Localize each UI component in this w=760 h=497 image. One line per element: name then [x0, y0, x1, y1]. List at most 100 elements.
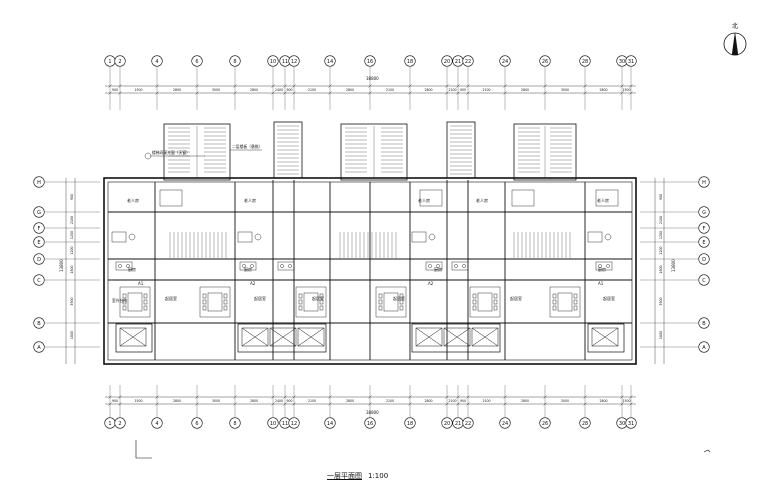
- dim-value: 2800: [424, 88, 432, 92]
- axis-bubble: [324, 55, 336, 67]
- dim-value: 2800: [250, 399, 258, 403]
- axis-label: D: [37, 257, 41, 263]
- axis-label: 30: [619, 421, 625, 427]
- interior-walls: [108, 180, 632, 360]
- axis-bubble: [462, 417, 474, 429]
- axis-label: E: [37, 240, 40, 246]
- axis-bubble: [191, 417, 203, 429]
- car-icon: [591, 327, 619, 347]
- dim-value: 2800: [599, 88, 607, 92]
- dim-value: 1800: [659, 265, 663, 273]
- dim-value: 1500: [134, 88, 142, 92]
- dim-value: 2800: [346, 88, 354, 92]
- axis-bubble: [364, 417, 376, 429]
- axis-bubble: [499, 417, 511, 429]
- dim-value: 2100: [482, 88, 490, 92]
- axis-label: 31: [628, 59, 634, 65]
- axis-label: 4: [155, 421, 158, 427]
- dim-value: 2100: [308, 399, 316, 403]
- axis-label: 4: [155, 59, 158, 65]
- dim-value: 1200: [659, 231, 663, 239]
- dim-value: 2800: [599, 399, 607, 403]
- entry-note: 室外台阶: [112, 298, 127, 303]
- axis-bubble: [33, 222, 45, 234]
- dim-value: 2800: [346, 399, 354, 403]
- axis-bubble: [698, 176, 710, 188]
- dimension-lines: [65, 84, 665, 406]
- drawing-title: 一层平面图: [327, 472, 362, 480]
- axis-label: 18: [407, 421, 413, 427]
- dining-table-top: [383, 292, 399, 312]
- axis-label: 22: [465, 421, 471, 427]
- dim-value: 900: [112, 399, 118, 403]
- axis-bubble: [539, 417, 551, 429]
- axis-label: G: [702, 210, 706, 216]
- axis-label: 24: [502, 421, 508, 427]
- axis-bubble: [698, 253, 710, 265]
- bed: [511, 189, 535, 207]
- axis-grid-lines: [45, 67, 698, 417]
- room-label-living: 起居室: [603, 295, 615, 301]
- north-label: 北: [732, 22, 738, 30]
- dim-value: 3000: [561, 88, 569, 92]
- axis-label: B: [37, 321, 41, 327]
- axis-bubble: [698, 274, 710, 286]
- dim-value: 2100: [70, 216, 74, 224]
- unit-label: A2: [428, 281, 434, 286]
- room-label-living: 起居室: [393, 295, 405, 301]
- axis-label: 26: [542, 421, 548, 427]
- dim-value: 2800: [250, 88, 258, 92]
- axis-label: 1: [108, 421, 111, 427]
- dining-table-top: [477, 292, 493, 312]
- bathtub: [111, 231, 127, 243]
- car-icon: [119, 327, 147, 347]
- dim-value: 1500: [622, 88, 630, 92]
- axis-label: 16: [367, 421, 373, 427]
- dining-table: [295, 286, 327, 318]
- unit-labels: A1 A2 A2 A1: [138, 281, 604, 286]
- room-label-bedroom: 老人房: [418, 197, 430, 203]
- car-icon: [297, 327, 325, 347]
- room-label-bedroom: 老人房: [597, 197, 609, 203]
- axis-label: H: [37, 180, 41, 186]
- axis-label: 14: [327, 59, 333, 65]
- stove: [239, 261, 257, 271]
- axis-bubble: [33, 176, 45, 188]
- axis-bubble: [229, 417, 241, 429]
- dim-value: 3000: [212, 399, 220, 403]
- axis-bubble: [625, 417, 637, 429]
- corner-mark: [135, 440, 711, 459]
- axis-label: F: [703, 226, 706, 232]
- axis-label: F: [38, 226, 41, 232]
- axis-label: E: [702, 240, 705, 246]
- axis-bubble: [288, 417, 300, 429]
- axis-label: 10: [270, 421, 276, 427]
- room-label-bedroom: 老人房: [127, 197, 139, 203]
- depth-dim-right: 13800: [671, 259, 676, 272]
- dining-table: [469, 286, 501, 318]
- stove: [277, 261, 295, 271]
- dim-value: 900: [286, 399, 292, 403]
- dim-value: 2400: [275, 399, 283, 403]
- dim-value: 1200: [659, 246, 663, 254]
- axis-label: 31: [628, 421, 634, 427]
- dim-value: 1200: [70, 231, 74, 239]
- drawing-scale: 1:100: [368, 472, 389, 480]
- axis-bubble: [625, 55, 637, 67]
- stair-note: 楼梯间采光窗（天窗）: [152, 150, 190, 155]
- dim-value: 900: [112, 88, 118, 92]
- axis-bubble: [33, 236, 45, 248]
- dim-value: 3900: [659, 297, 663, 305]
- dim-value: 2100: [659, 216, 663, 224]
- dim-value: 2100: [308, 88, 316, 92]
- dim-value: 900: [659, 194, 663, 200]
- dim-value: 2800: [521, 399, 529, 403]
- dining-table: [199, 286, 231, 318]
- toilet: [128, 233, 136, 241]
- car-icon: [269, 327, 297, 347]
- axis-label: 10: [270, 59, 276, 65]
- dim-value: 2800: [173, 399, 181, 403]
